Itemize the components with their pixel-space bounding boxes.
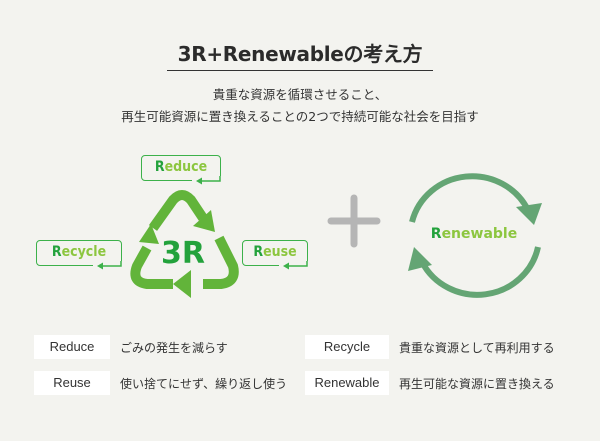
renewable-label-cap: R xyxy=(430,226,442,242)
reuse-label-box: Reuse xyxy=(242,240,309,271)
reduce-label-rest: educe xyxy=(164,159,208,175)
reuse-label-rest: euse xyxy=(263,244,297,260)
recycle-label-rest: ecycle xyxy=(61,244,107,260)
definition-term: Reduce xyxy=(34,335,110,359)
return-arrow-icon xyxy=(279,261,309,271)
definition-term: Reuse xyxy=(34,371,110,395)
subtitle-line-2: 再生可能資源に置き換えることの2つで持続可能な社会を目指す xyxy=(121,109,479,124)
definition-renewable: Renewable 再生可能な資源に置き換える xyxy=(305,371,555,395)
renewable-cycle-icon xyxy=(408,173,542,298)
renewable-label-rest: enewable xyxy=(441,226,518,242)
return-arrow-icon xyxy=(93,261,123,271)
definition-term: Renewable xyxy=(305,371,389,395)
center-label-3r: 3R xyxy=(161,236,205,271)
return-arrow-icon xyxy=(192,176,222,186)
definition-reuse: Reuse 使い捨てにせず、繰り返し使う xyxy=(34,371,287,395)
renewable-label: Renewable xyxy=(424,226,524,242)
recycle-label-box: Recycle xyxy=(36,240,123,271)
definition-description: 使い捨てにせず、繰り返し使う xyxy=(120,376,288,391)
recycle-label-cap: R xyxy=(51,244,62,260)
title-underline xyxy=(167,70,433,71)
definition-description: 貴重な資源として再利用する xyxy=(399,340,555,355)
recycle-triangle-icon: 3R xyxy=(130,190,239,298)
definition-recycle: Recycle 貴重な資源として再利用する xyxy=(305,335,555,359)
definition-description: ごみの発生を減らす xyxy=(120,340,228,355)
reduce-label-box: Reduce xyxy=(141,155,222,186)
reuse-label-cap: R xyxy=(253,244,264,260)
plus-icon xyxy=(327,194,381,248)
reduce-label-cap: R xyxy=(154,159,165,175)
definition-description: 再生可能な資源に置き換える xyxy=(399,376,555,391)
page-title: 3R+Renewableの考え方 xyxy=(177,42,423,66)
definition-reduce: Reduce ごみの発生を減らす xyxy=(34,335,228,359)
definition-term: Recycle xyxy=(305,335,389,359)
subtitle-line-1: 貴重な資源を循環させること、 xyxy=(212,87,388,102)
